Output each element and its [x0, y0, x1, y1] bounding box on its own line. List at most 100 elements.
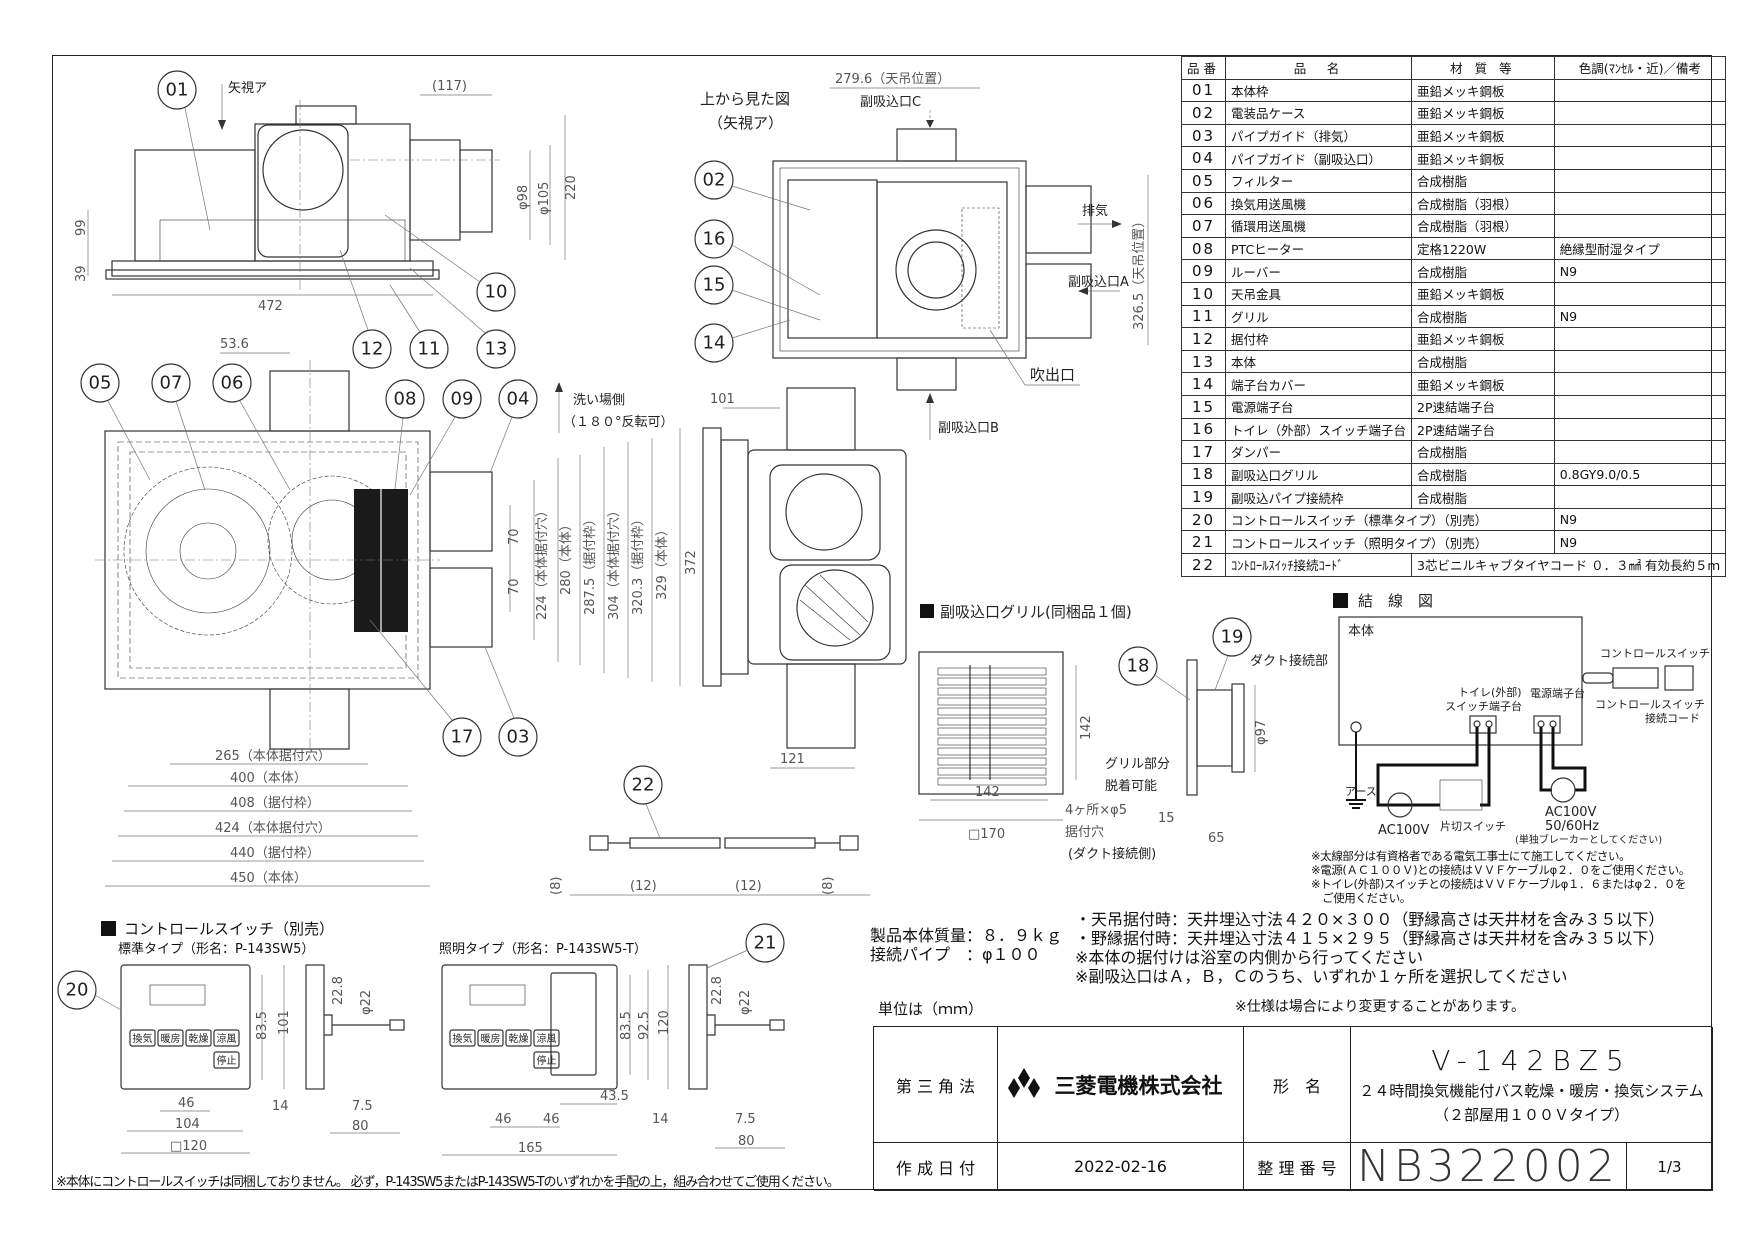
header-name: 品 名 [1225, 56, 1413, 80]
parts-cell: 01 [1180, 78, 1227, 103]
dim-70-upper: 70 [507, 528, 522, 545]
spec-line: ・野縁据付時：天井埋込寸法４１５×２９５（野縁高さは天井材を含み３５以下） [1075, 929, 1665, 948]
dim-grille-h142: 142 [1079, 715, 1094, 740]
grille-slat [937, 717, 1047, 726]
parts-cell [1553, 327, 1727, 351]
parts-cell: 03 [1180, 123, 1227, 148]
svg-text:07: 07 [160, 373, 183, 394]
svg-text:17: 17 [451, 727, 474, 748]
switch-button [533, 1029, 560, 1047]
balloon-06: 06 [212, 363, 252, 403]
dim-99: 99 [74, 219, 89, 236]
lighting-type-label: 照明タイプ（形名：P-143SW5-T） [439, 942, 647, 957]
dim-std-7-5: 7.5 [352, 1099, 373, 1114]
earth-label: アース [1345, 785, 1377, 798]
dim-440: 440（据付枠） [230, 846, 320, 861]
switch-label: 片切スイッチ [1440, 820, 1506, 833]
top-electrical-case [787, 179, 878, 339]
header-note: 色調(ﾏﾝｾﾙ・近)／備考 [1553, 56, 1727, 80]
control-switch-lighting: 換気暖房乾燥涼風停止 21 83.5 92.5 120 22.8 φ22 43.… [441, 923, 785, 1156]
grille-slat [937, 757, 1047, 766]
parts-cell [1553, 281, 1727, 306]
wash-side-label: 洗い場側 [573, 393, 625, 408]
wiring-body-label: 本体 [1348, 624, 1374, 639]
vertical-dims: 70 70 224（本体据付穴） 280（本体） 287.5（据付枠） 304（… [507, 438, 670, 682]
horizontal-dims: 265（本体据付穴） 400（本体） 408（据付枠） 424（本体据付穴） 4… [105, 749, 430, 887]
dim-65: 65 [1208, 831, 1225, 846]
wiring-note: ※電源(ＡＣ１００Ｖ)との接続はＶＶＦケーブルφ２．０をご使用ください。 [1311, 863, 1690, 877]
parts-cell: 据付枠 [1225, 327, 1413, 351]
control-cord: 22 (8) (12) (12) (8) [549, 765, 870, 896]
grille-slat [937, 767, 1047, 776]
switch-button-label: 乾燥 [509, 1032, 529, 1045]
grille-slat [937, 707, 1047, 716]
dim-cord-8-left: (8) [549, 877, 564, 895]
projection-method: 第 三 角 法 [874, 1027, 998, 1143]
balloon-04: 04 [498, 379, 538, 419]
holes-label-1: 4ヶ所×φ5 [1065, 803, 1127, 818]
reversible-label: （１８０°反転可） [563, 415, 674, 430]
balloon-18: 18 [1118, 646, 1158, 686]
parts-cell: 副吸込口グリル [1225, 462, 1413, 487]
duct-connection-label: ダクト接続部 [1250, 653, 1328, 669]
title-block: 第 三 角 法 三菱電機株式会社 形 名 V-142BZ5 ２４時間換気機能付バ… [873, 1026, 1713, 1192]
svg-text:11: 11 [418, 339, 441, 360]
reference-number: NB322002 [1351, 1141, 1627, 1192]
drawing-frame [52, 55, 1712, 1190]
end-view: 101 372 121 [679, 387, 907, 769]
dim-cord-12-left: (12) [630, 879, 657, 894]
dim-450: 450（本体） [230, 871, 307, 886]
svg-text:02: 02 [703, 170, 726, 191]
parts-cell: 19 [1180, 485, 1227, 509]
parts-cell: 絶縁型耐湿タイプ [1553, 236, 1727, 261]
parts-cell: 合成樹脂 [1411, 440, 1555, 464]
dim-lt-46a: 46 [495, 1112, 512, 1127]
grille-slat [937, 687, 1047, 696]
ac-left-label: AC100V [1378, 823, 1430, 838]
control-switch-standard: 換気暖房乾燥涼風停止 20 83.5 101 22.8 φ22 46 104 □… [57, 964, 405, 1154]
product-name: ２４時間換気機能付バス乾燥・暖房・換気システム [1359, 1082, 1704, 1100]
dim-287-5: 287.5（据付枠） [583, 513, 598, 615]
dim-grille-170: □170 [968, 827, 1005, 842]
switch-button-label: 乾燥 [189, 1032, 209, 1045]
balloon-13: 13 [476, 329, 516, 369]
balloon-16: 16 [694, 219, 734, 259]
parts-cell: 14 [1180, 372, 1227, 396]
reference-label: 整 理 番 号 [1244, 1143, 1351, 1191]
circulation-fan [123, 466, 293, 636]
svg-text:04: 04 [507, 389, 530, 410]
mitsubishi-logo-icon [1008, 1068, 1040, 1098]
parts-cell: N9 [1553, 530, 1727, 555]
switch-button [157, 1029, 184, 1047]
dim-372: 372 [684, 550, 699, 575]
parts-cell: 13 [1180, 349, 1227, 374]
parts-table-header: 品番 品 名 材 質 等 色調(ﾏﾝｾﾙ・近)／備考 [1180, 56, 1727, 80]
dim-101: 101 [710, 392, 735, 407]
parts-cell: 定格1220W [1411, 236, 1555, 261]
balloon-08: 08 [385, 379, 425, 419]
parts-cell: 端子台カバー [1225, 372, 1413, 396]
svg-text:06: 06 [221, 373, 244, 394]
unit-label: 単位は（ｍｍ） [878, 1000, 984, 1018]
removable-label-1: グリル部分 [1105, 757, 1170, 772]
view-arrow-label: 矢視ア [228, 81, 267, 96]
svg-text:19: 19 [1221, 627, 1244, 648]
svg-text:01: 01 [166, 80, 189, 101]
balloon-17: 17 [442, 717, 482, 757]
dim-329: 329（本体） [655, 523, 670, 600]
grille-slat [937, 727, 1047, 736]
dim-lt-46b: 46 [543, 1112, 560, 1127]
dim-70-lower: 70 [507, 578, 522, 595]
dim-472: 472 [258, 299, 283, 314]
model-number: V-142BZ5 [1431, 1044, 1632, 1077]
